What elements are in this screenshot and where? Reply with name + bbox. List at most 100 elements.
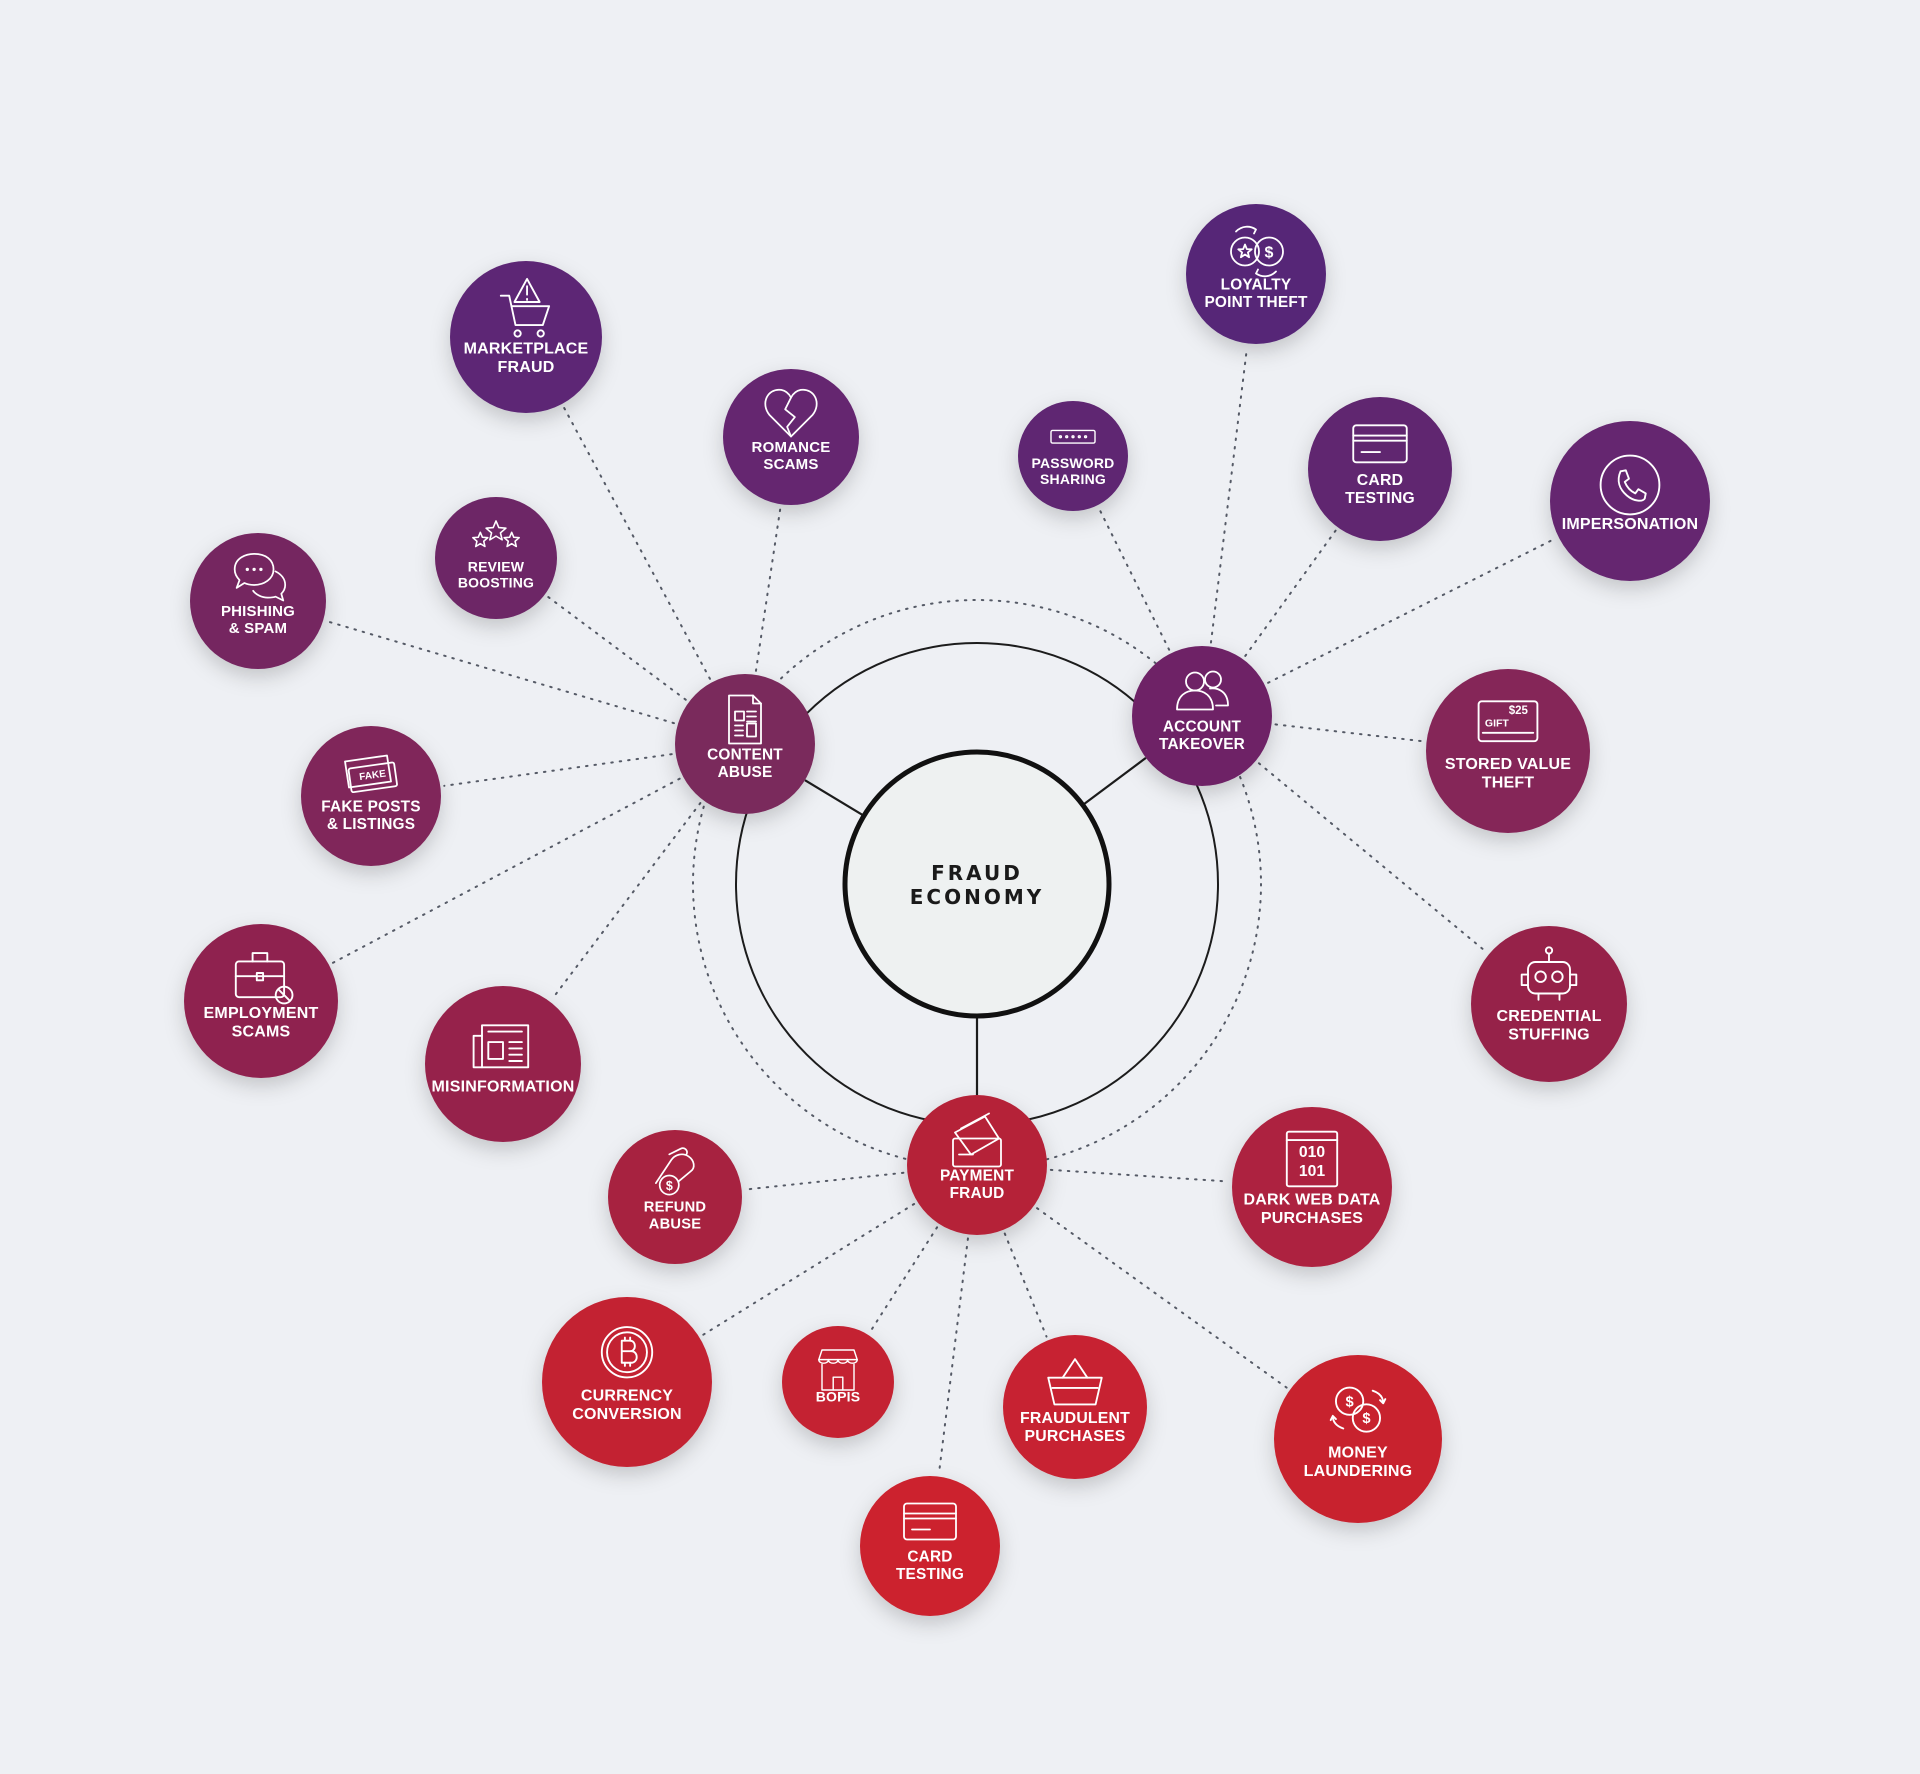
svg-text:$: $	[1346, 1394, 1354, 1410]
svg-text:$: $	[666, 1179, 673, 1193]
node-label-line: ABUSE	[718, 764, 773, 781]
link-content-abuse-employment-scams	[331, 777, 681, 965]
link-payment-fraud-fraudulent-purchases	[1003, 1232, 1048, 1338]
node-circle	[425, 986, 581, 1142]
coins-icon: $	[1230, 225, 1284, 278]
node-label-line: SHARING	[1040, 471, 1106, 487]
node-label-line: TAKEOVER	[1159, 736, 1245, 753]
cards-icon	[952, 1112, 1002, 1168]
node-misinformation: MISINFORMATION	[425, 986, 581, 1142]
node-circle	[1471, 926, 1627, 1082]
node-fake-posts-listings: FAKE FAKE POSTS& LISTINGS	[301, 726, 441, 866]
center-label-line: ECONOMY	[910, 885, 1044, 909]
link-account-takeover-impersonation	[1267, 537, 1556, 684]
node-label-line: FRAUD	[498, 359, 555, 376]
link-payment-fraud-money-laundering	[1036, 1207, 1288, 1389]
svg-text:101: 101	[1299, 1163, 1326, 1180]
node-circle	[1308, 397, 1452, 541]
newspaper-icon	[472, 1024, 530, 1069]
node-label-line: SCAMS	[232, 1023, 291, 1040]
node-label-line: THEFT	[1482, 774, 1535, 791]
node-label-line: CARD	[907, 1548, 952, 1565]
users-icon	[1176, 670, 1229, 711]
node-circle	[542, 1297, 712, 1467]
link-content-abuse-review-boosting	[547, 595, 687, 701]
node-circle	[1550, 421, 1710, 581]
node-circle	[782, 1326, 894, 1438]
node-label-line: FRAUD	[950, 1185, 1005, 1202]
node-label-line: PAYMENT	[940, 1167, 1014, 1184]
node-label-line: CURRENCY	[581, 1388, 673, 1405]
node-label-line: STUFFING	[1508, 1027, 1590, 1044]
node-label-line: FAKE POSTS	[321, 798, 421, 815]
node-impersonation: IMPERSONATION	[1550, 421, 1710, 581]
hand-coin-icon: $	[654, 1147, 695, 1196]
stars-icon	[472, 520, 520, 548]
bitcoin-icon	[600, 1326, 654, 1379]
link-account-takeover-password-sharing	[1098, 507, 1171, 651]
node-label-line: LOYALTY	[1221, 276, 1292, 293]
node-label-line: ABUSE	[649, 1217, 701, 1233]
node-credential-stuffing: CREDENTIAL STUFFING	[1471, 926, 1627, 1082]
node-label-line: CONTENT	[707, 746, 783, 763]
link-account-takeover-card-testing-top	[1244, 529, 1337, 657]
svg-text:GIFT: GIFT	[1485, 718, 1509, 730]
document-icon	[728, 694, 762, 745]
node-circle	[1274, 1355, 1442, 1523]
node-bopis: BOPIS	[782, 1326, 894, 1438]
node-label-line: & LISTINGS	[327, 816, 415, 833]
node-circle	[1426, 669, 1590, 833]
node-label-line: EMPLOYMENT	[204, 1005, 319, 1022]
node-label-line: POINT THEFT	[1204, 294, 1307, 311]
credit-card-icon	[1352, 424, 1408, 464]
svg-text:010: 010	[1299, 1144, 1326, 1161]
robot-icon	[1520, 946, 1578, 1001]
node-label-line: & SPAM	[229, 620, 287, 637]
node-label-line: TESTING	[896, 1566, 964, 1583]
link-content-abuse-misinformation	[551, 802, 702, 1000]
link-account-takeover-credential-stuffing	[1257, 762, 1487, 953]
node-label-line: PHISHING	[221, 603, 295, 620]
link-center-content-abuse	[804, 779, 865, 817]
link-payment-fraud-refund-abuse	[744, 1171, 905, 1191]
node-label-line: MONEY	[1328, 1444, 1388, 1461]
credit-card-icon	[903, 1502, 957, 1541]
svg-text:$25: $25	[1509, 705, 1529, 717]
password-field-icon	[1050, 429, 1096, 444]
node-circle	[301, 726, 441, 866]
node-phishing-spam: PHISHING& SPAM	[190, 533, 326, 669]
node-label-line: FRAUDULENT	[1020, 1410, 1130, 1427]
node-circle	[1132, 646, 1272, 786]
node-label-line: CREDENTIAL	[1496, 1008, 1601, 1025]
link-account-takeover-stored-value-theft	[1274, 723, 1424, 743]
node-label-line: CARD	[1357, 472, 1403, 489]
node-label-line: PURCHASES	[1025, 1428, 1126, 1445]
money-cycle-icon: $$	[1329, 1386, 1387, 1433]
broken-heart-icon	[764, 389, 818, 438]
link-content-abuse-phishing-spam	[326, 620, 675, 725]
fake-tag-icon: FAKE	[344, 754, 398, 794]
connector-lines	[326, 346, 1556, 1474]
node-circle	[435, 497, 557, 619]
link-payment-fraud-card-testing-bottom	[938, 1237, 969, 1474]
node-label-line: BOOSTING	[458, 575, 534, 591]
storefront-icon	[818, 1349, 858, 1391]
